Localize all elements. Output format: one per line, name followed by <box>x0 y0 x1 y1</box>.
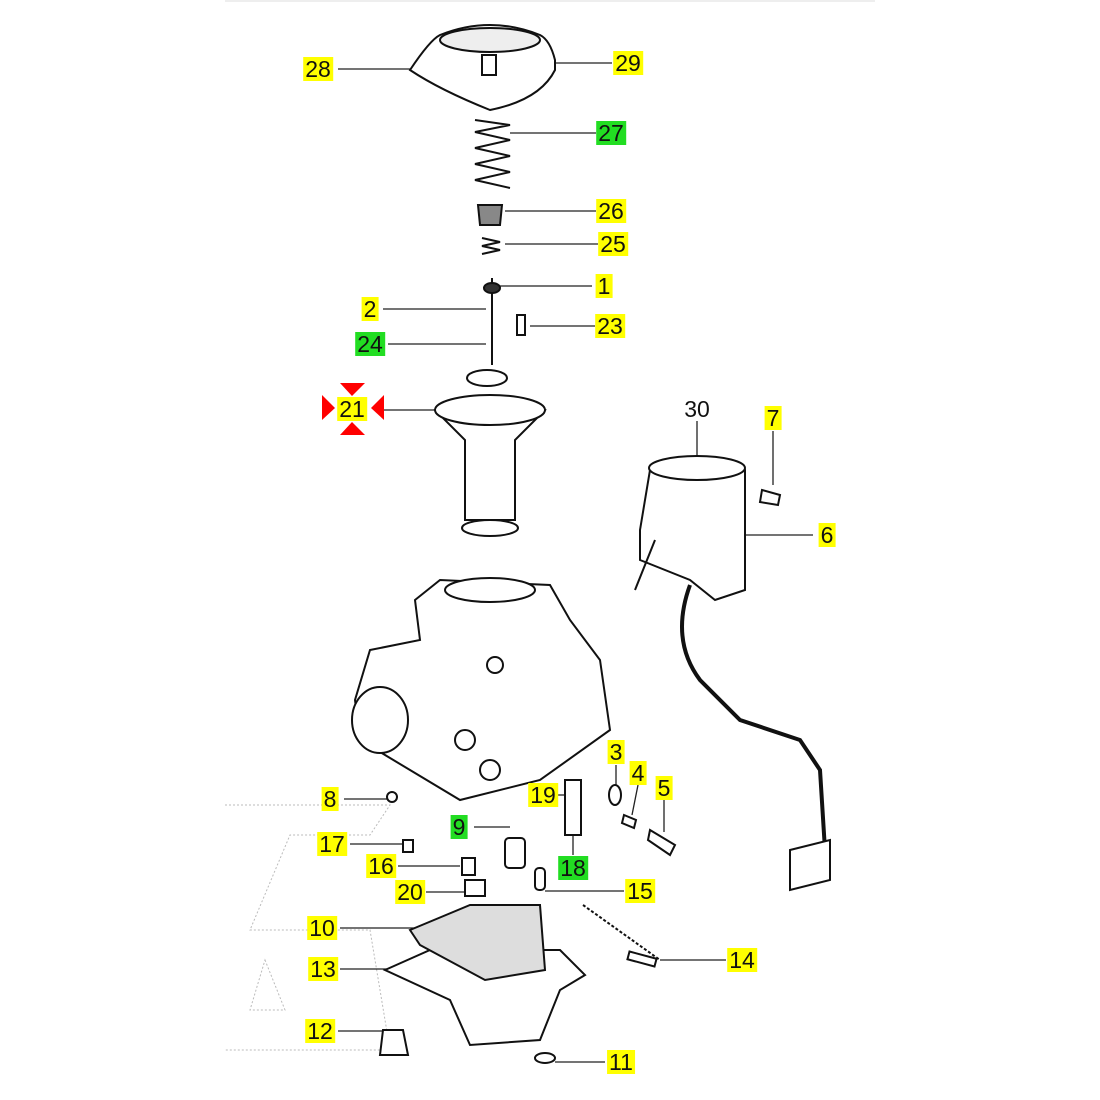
part-label-30[interactable]: 30 <box>684 396 710 422</box>
part-label-13[interactable]: 13 <box>308 956 338 982</box>
spring <box>474 119 511 189</box>
part-label-15[interactable]: 15 <box>625 878 655 904</box>
part-label-26[interactable]: 26 <box>596 198 626 224</box>
small-spring <box>481 237 501 255</box>
part-label-8[interactable]: 8 <box>321 786 339 812</box>
part-label-18[interactable]: 18 <box>558 855 588 881</box>
part-label-5[interactable]: 5 <box>655 775 673 801</box>
part-label-1[interactable]: 1 <box>595 273 613 299</box>
cap-screw <box>481 54 497 76</box>
part-label-28[interactable]: 28 <box>303 56 333 82</box>
part-label-14[interactable]: 14 <box>727 947 757 973</box>
part-label-12[interactable]: 12 <box>305 1018 335 1044</box>
part-label-19[interactable]: 19 <box>528 782 558 808</box>
parts <box>351 24 831 1064</box>
part-label-10[interactable]: 10 <box>307 915 337 941</box>
part-label-4[interactable]: 4 <box>629 760 647 786</box>
part-label-9[interactable]: 9 <box>450 814 468 840</box>
part-label-27[interactable]: 27 <box>596 120 626 146</box>
choke <box>639 459 746 602</box>
part-label-7[interactable]: 7 <box>764 405 782 431</box>
spring-seat <box>476 204 504 226</box>
part-label-11[interactable]: 11 <box>607 1049 635 1075</box>
part-label-23[interactable]: 23 <box>595 313 625 339</box>
part-label-2[interactable]: 2 <box>361 296 379 322</box>
part-label-24[interactable]: 24 <box>355 331 385 357</box>
part-label-29[interactable]: 29 <box>613 50 643 76</box>
selection-markers <box>322 383 384 435</box>
carburetor-body <box>353 578 612 802</box>
part-label-3[interactable]: 3 <box>607 739 625 765</box>
choke-cable <box>680 584 827 851</box>
part-label-6[interactable]: 6 <box>818 522 836 548</box>
part-label-20[interactable]: 20 <box>395 879 425 905</box>
part-label-16[interactable]: 16 <box>366 853 396 879</box>
part-label-25[interactable]: 25 <box>598 231 628 257</box>
float <box>408 904 547 982</box>
part-label-21-selected[interactable]: 21 <box>337 396 367 422</box>
part-label-17[interactable]: 17 <box>317 831 347 857</box>
